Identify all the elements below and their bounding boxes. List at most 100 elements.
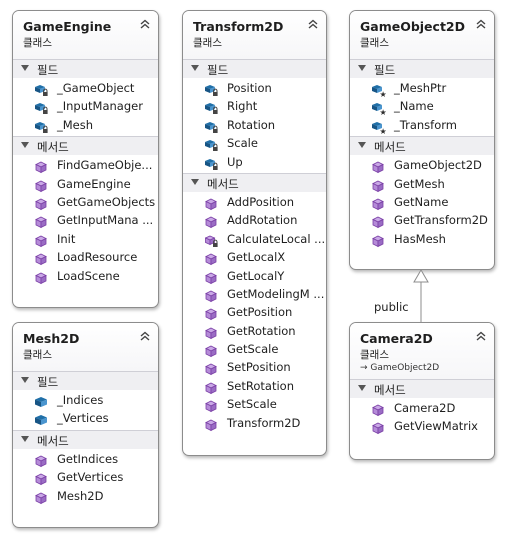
method-icon — [372, 159, 386, 174]
method-mesh2d[interactable]: Mesh2D — [13, 487, 158, 505]
expand-triangle-icon — [358, 142, 366, 149]
expand-triangle-icon — [191, 178, 199, 185]
expand-triangle-icon — [358, 65, 366, 71]
section-label: 메서드 — [207, 176, 239, 191]
field-position[interactable]: Position — [183, 79, 326, 97]
collapse-icon[interactable] — [306, 16, 320, 30]
field-meshptr[interactable]: ★ _MeshPtr — [350, 79, 494, 99]
field-transform[interactable]: ★_Transform — [350, 116, 494, 136]
method-icon — [35, 159, 49, 174]
method-getmesh[interactable]: GetMesh — [350, 175, 494, 193]
method-getlocaly[interactable]: GetLocalY — [183, 267, 326, 285]
fields-section-header[interactable]: 필드 — [183, 59, 326, 78]
member-name: LoadResource — [57, 250, 138, 265]
method-loadscene[interactable]: LoadScene — [13, 267, 158, 285]
method-getname[interactable]: GetName — [350, 193, 494, 211]
field-right[interactable]: Right — [183, 97, 326, 115]
method-gameengine[interactable]: GameEngine — [13, 175, 158, 193]
method-getlocalx[interactable]: GetLocalX — [183, 248, 326, 266]
field-icon — [35, 394, 49, 407]
field-gameobject[interactable]: _GameObject — [13, 79, 158, 97]
class-name: Transform2D — [193, 19, 284, 34]
method-getscale[interactable]: GetScale — [183, 340, 326, 358]
fields-section-header[interactable]: 필드 — [13, 59, 158, 78]
section-label: 필드 — [37, 63, 59, 77]
fields-section-header[interactable]: 필드 — [350, 59, 494, 78]
method-getvertices[interactable]: GetVertices — [13, 468, 158, 486]
member-name: GetName — [394, 194, 449, 209]
method-getinputmana[interactable]: GetInputMana ... — [13, 211, 158, 229]
method-getrotation[interactable]: GetRotation — [183, 322, 326, 340]
member-name: LoadScene — [57, 268, 120, 283]
method-icon — [372, 196, 386, 211]
member-name: SetScale — [227, 397, 277, 412]
methods-section-header[interactable]: 메서드 — [13, 429, 158, 449]
member-name: CalculateLocal ... — [227, 231, 326, 246]
expand-triangle-icon — [21, 377, 29, 383]
method-icon — [35, 471, 49, 486]
member-name: _Mesh — [57, 117, 94, 132]
method-setscale[interactable]: SetScale — [183, 395, 326, 413]
private-field-icon — [35, 119, 49, 133]
field-scale[interactable]: Scale — [183, 134, 326, 152]
method-addrotation[interactable]: AddRotation — [183, 211, 326, 229]
collapse-icon[interactable] — [474, 16, 488, 30]
method-getgameobjects[interactable]: GetGameObjects — [13, 193, 158, 211]
method-getviewmatrix[interactable]: GetViewMatrix — [350, 417, 494, 435]
method-gameobject2d[interactable]: GameObject2D — [350, 156, 494, 174]
field-icon — [35, 412, 49, 426]
base-class-label: → GameObject2D — [360, 363, 440, 373]
field-mesh[interactable]: _Mesh — [13, 116, 158, 134]
methods-section-header[interactable]: 메서드 — [13, 136, 158, 156]
method-getmodelingm[interactable]: GetModelingM ... — [183, 285, 326, 303]
method-findgameobje[interactable]: FindGameObje... — [13, 156, 158, 174]
collapse-icon[interactable] — [474, 328, 488, 342]
member-name: GetViewMatrix — [394, 419, 478, 434]
field-inputmanager[interactable]: _InputManager — [13, 97, 158, 115]
method-loadresource[interactable]: LoadResource — [13, 248, 158, 266]
collapse-icon[interactable] — [138, 16, 152, 30]
field-name[interactable]: ★_Name — [350, 97, 494, 117]
method-gettransform2d[interactable]: GetTransform2D — [350, 211, 494, 229]
method-getposition[interactable]: GetPosition — [183, 303, 326, 321]
private-field-icon — [35, 82, 49, 96]
class-stereotype: 클래스 — [360, 349, 389, 361]
member-name: Camera2D — [394, 401, 456, 415]
methods-section-header[interactable]: 메서드 — [183, 172, 326, 192]
expand-triangle-icon — [21, 435, 29, 442]
member-name: _Name — [394, 99, 434, 114]
member-name: _MeshPtr — [394, 81, 447, 95]
methods-list: Camera2D GetViewMatrix — [350, 398, 494, 438]
method-getindices[interactable]: GetIndices — [13, 450, 158, 468]
svg-text:★: ★ — [380, 90, 387, 97]
method-setrotation[interactable]: SetRotation — [183, 377, 326, 395]
field-up[interactable]: Up — [183, 153, 326, 171]
method-hasmesh[interactable]: HasMesh — [350, 230, 494, 248]
method-init[interactable]: Init — [13, 230, 158, 248]
method-setposition[interactable]: SetPosition — [183, 358, 326, 376]
methods-section-header[interactable]: 메서드 — [350, 379, 494, 398]
method-icon — [205, 417, 219, 431]
method-icon — [205, 270, 219, 284]
field-vertices[interactable]: _Vertices — [13, 409, 158, 427]
protected-field-icon: ★ — [372, 82, 387, 99]
section-label: 필드 — [207, 63, 229, 77]
field-rotation[interactable]: Rotation — [183, 116, 326, 134]
methods-section-header[interactable]: 메서드 — [350, 136, 494, 156]
collapse-icon[interactable] — [138, 328, 152, 342]
method-camera2d[interactable]: Camera2D — [350, 399, 494, 417]
field-indices[interactable]: _Indices — [13, 391, 158, 409]
member-name: GetRotation — [227, 323, 296, 338]
method-transform2d[interactable]: Transform2D — [183, 414, 326, 432]
member-name: AddRotation — [227, 213, 298, 228]
method-calculatelocal[interactable]: CalculateLocal ... — [183, 230, 326, 248]
method-addposition[interactable]: AddPosition — [183, 193, 326, 211]
fields-section-header[interactable]: 필드 — [13, 371, 158, 390]
